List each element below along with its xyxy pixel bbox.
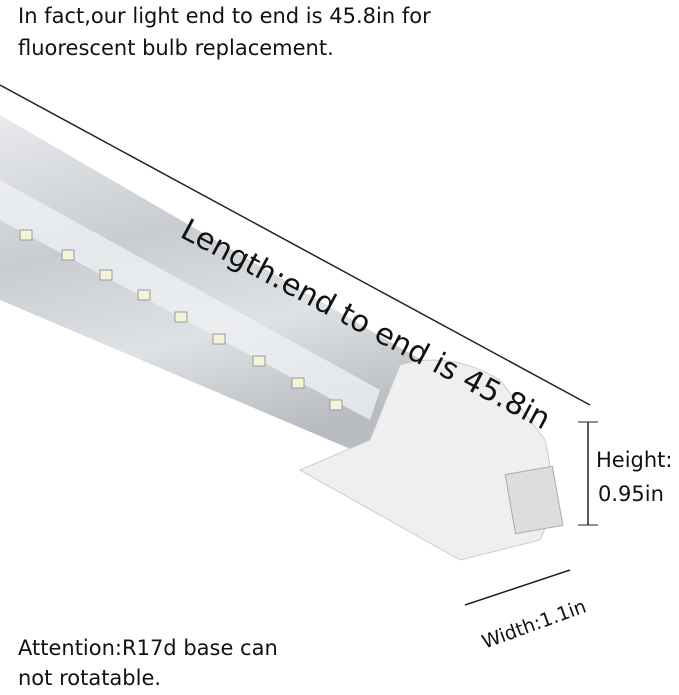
top-note-line2: fluorescent bulb replacement.: [18, 36, 334, 60]
end-cap: [298, 359, 552, 561]
length-dimension-line: [0, 84, 591, 406]
attention-line2: not rotatable.: [18, 666, 162, 690]
attention-line1: Attention:R17d base can: [18, 636, 278, 660]
height-label-line1: Height:: [596, 448, 673, 472]
height-label-line2: 0.95in: [598, 482, 664, 506]
r17d-base: [504, 465, 564, 535]
top-note-line1: In fact,our light end to end is 45.8in f…: [18, 4, 431, 28]
